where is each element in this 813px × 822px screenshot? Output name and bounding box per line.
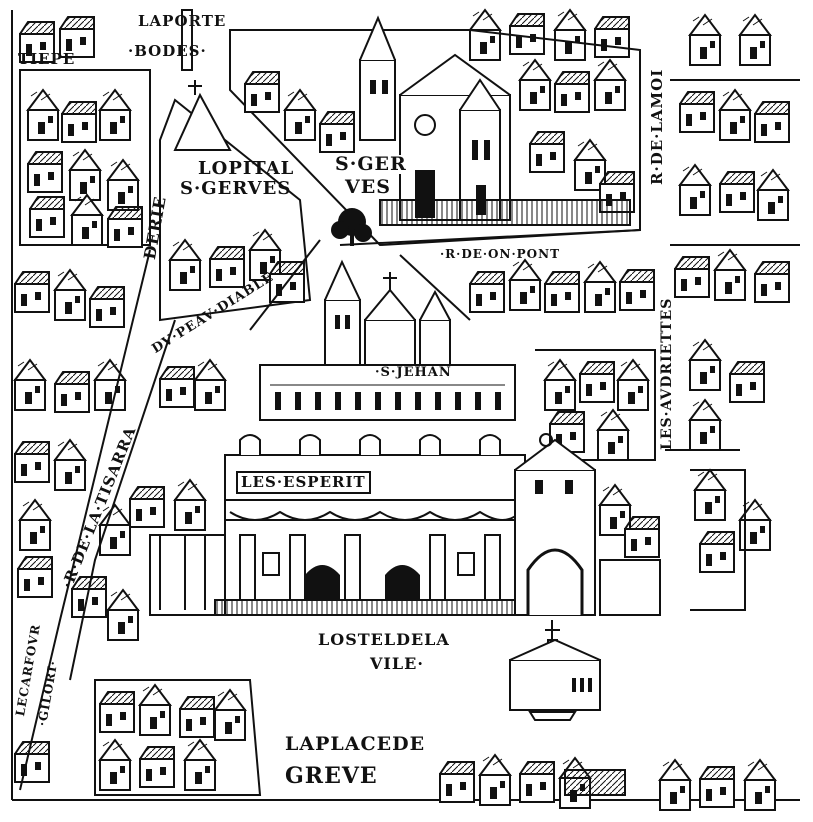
label-tiepe: TIEPE bbox=[18, 50, 76, 68]
label-lopital: LOPITAL bbox=[198, 158, 295, 179]
block-top-left bbox=[19, 69, 151, 246]
label-s-jehan: ·S·JEHAN bbox=[375, 365, 452, 380]
label-la-place-de: LAPLACEDE bbox=[285, 733, 426, 755]
label-ves: VES bbox=[345, 176, 391, 198]
tree-icon bbox=[331, 208, 372, 246]
label-les-esperit: LES·ESPERIT bbox=[236, 471, 371, 494]
label-vile: VILE· bbox=[370, 654, 424, 673]
label-hostel-de-la: LOSTELDELA bbox=[318, 630, 450, 649]
label-s-gerves-hospital: S·GERVES bbox=[180, 178, 292, 199]
s-gerves-block bbox=[229, 29, 641, 247]
label-r-de-on-pont: ·R·DE·ON·PONT bbox=[440, 247, 561, 261]
s-jehan-church bbox=[259, 259, 516, 421]
label-bodes: ·BODES· bbox=[128, 42, 207, 60]
label-les-audriettes: LES·AVDRIETTES bbox=[659, 297, 675, 450]
label-la-porte: LAPORTE bbox=[138, 12, 227, 30]
label-greve: GREVE bbox=[285, 763, 378, 789]
hostel-de-la-vile bbox=[214, 433, 596, 616]
label-s-ger: S·GER bbox=[335, 153, 407, 175]
label-la-moi: R·DE·LAMOI bbox=[648, 68, 666, 185]
hospital-block bbox=[159, 98, 312, 322]
